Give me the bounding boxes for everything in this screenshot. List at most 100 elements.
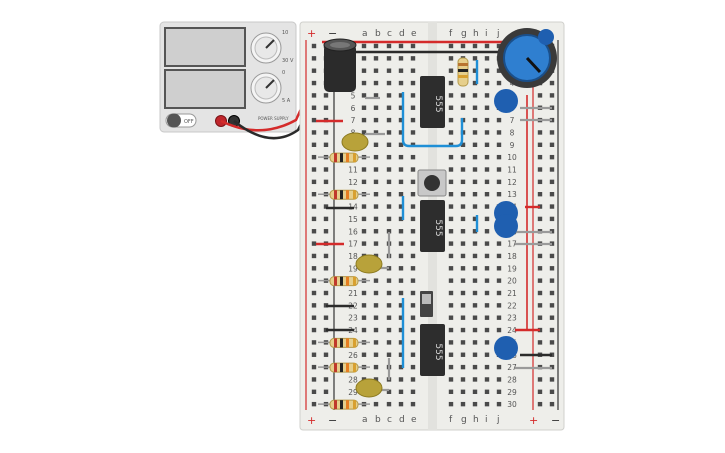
breadboard-hole[interactable] (496, 68, 502, 73)
breadboard-hole[interactable] (311, 56, 317, 61)
breadboard-hole[interactable] (410, 340, 416, 345)
breadboard-hole[interactable] (537, 377, 543, 382)
breadboard-hole[interactable] (373, 105, 379, 110)
breadboard-hole[interactable] (549, 179, 555, 185)
breadboard-hole[interactable] (398, 364, 404, 370)
breadboard-hole[interactable] (484, 167, 490, 172)
breadboard-hole[interactable] (373, 142, 379, 147)
breadboard-hole[interactable] (537, 290, 543, 296)
breadboard-hole[interactable] (472, 56, 478, 61)
breadboard-hole[interactable] (549, 130, 555, 135)
breadboard-hole[interactable] (311, 43, 317, 49)
breadboard-hole[interactable] (537, 154, 543, 160)
breadboard-hole[interactable] (373, 117, 379, 123)
breadboard-hole[interactable] (484, 154, 490, 160)
breadboard-hole[interactable] (373, 352, 379, 357)
breadboard-hole[interactable] (549, 216, 555, 222)
breadboard-hole[interactable] (361, 327, 367, 333)
breadboard-hole[interactable] (460, 105, 466, 110)
breadboard-hole[interactable] (398, 105, 404, 110)
breadboard-hole[interactable] (410, 80, 416, 86)
breadboard-hole[interactable] (460, 179, 466, 185)
breadboard-hole[interactable] (460, 154, 466, 160)
yellow-capacitors[interactable] (341, 132, 383, 398)
breadboard-hole[interactable] (311, 241, 317, 246)
breadboard-hole[interactable] (472, 377, 478, 382)
breadboard-hole[interactable] (496, 389, 502, 394)
breadboard-hole[interactable] (448, 192, 454, 197)
breadboard-hole[interactable] (549, 327, 555, 333)
breadboard-hole[interactable] (398, 352, 404, 357)
breadboard-hole[interactable] (398, 142, 404, 147)
breadboard-hole[interactable] (323, 266, 329, 271)
breadboard-hole[interactable] (537, 278, 543, 283)
breadboard-hole[interactable] (472, 80, 478, 86)
breadboard-hole[interactable] (386, 216, 392, 222)
breadboard-hole[interactable] (460, 43, 466, 49)
breadboard-hole[interactable] (311, 327, 317, 333)
breadboard-hole[interactable] (398, 93, 404, 98)
breadboard-hole[interactable] (361, 204, 367, 209)
breadboard-hole[interactable] (361, 179, 367, 185)
breadboard-hole[interactable] (410, 56, 416, 61)
breadboard-hole[interactable] (311, 315, 317, 320)
breadboard-hole[interactable] (373, 229, 379, 234)
breadboard-hole[interactable] (460, 352, 466, 357)
breadboard-hole[interactable] (398, 80, 404, 86)
resistor[interactable] (318, 362, 370, 373)
breadboard-hole[interactable] (448, 167, 454, 172)
breadboard-hole[interactable] (484, 105, 490, 110)
breadboard-hole[interactable] (537, 303, 543, 308)
breadboard-hole[interactable] (398, 154, 404, 160)
breadboard-hole[interactable] (496, 117, 502, 123)
breadboard-hole[interactable] (460, 327, 466, 333)
breadboard-hole[interactable] (496, 154, 502, 160)
breadboard-hole[interactable] (484, 266, 490, 271)
breadboard-hole[interactable] (472, 192, 478, 197)
resistor[interactable] (318, 276, 370, 287)
breadboard-hole[interactable] (496, 43, 502, 49)
breadboard-hole[interactable] (311, 216, 317, 222)
resistor-vertical[interactable] (457, 57, 469, 87)
breadboard-hole[interactable] (323, 216, 329, 222)
breadboard-hole[interactable] (448, 93, 454, 98)
electrolytic-capacitor[interactable] (323, 38, 357, 92)
breadboard-hole[interactable] (496, 401, 502, 407)
breadboard-hole[interactable] (410, 401, 416, 407)
breadboard-hole[interactable] (311, 105, 317, 110)
breadboard-hole[interactable] (496, 167, 502, 172)
breadboard-hole[interactable] (311, 130, 317, 135)
black-supply-wire[interactable] (233, 59, 332, 140)
breadboard-hole[interactable] (386, 389, 392, 394)
breadboard-hole[interactable] (323, 229, 329, 234)
breadboard-hole[interactable] (398, 389, 404, 394)
breadboard-hole[interactable] (484, 364, 490, 370)
breadboard-hole[interactable] (549, 278, 555, 283)
breadboard-hole[interactable] (410, 154, 416, 160)
breadboard-hole[interactable] (448, 290, 454, 296)
breadboard-hole[interactable] (472, 204, 478, 209)
breadboard-hole[interactable] (386, 117, 392, 123)
breadboard-hole[interactable] (537, 192, 543, 197)
breadboard-hole[interactable] (311, 229, 317, 234)
breadboard-hole[interactable] (373, 130, 379, 135)
breadboard-hole[interactable] (311, 142, 317, 147)
breadboard-hole[interactable] (373, 204, 379, 209)
breadboard-hole[interactable] (460, 253, 466, 259)
breadboard-hole[interactable] (361, 68, 367, 73)
breadboard-hole[interactable] (549, 315, 555, 320)
breadboard-hole[interactable] (484, 290, 490, 296)
breadboard-hole[interactable] (484, 241, 490, 246)
breadboard-hole[interactable] (373, 154, 379, 160)
breadboard-hole[interactable] (373, 192, 379, 197)
breadboard-hole[interactable] (410, 93, 416, 98)
breadboard-hole[interactable] (410, 204, 416, 209)
breadboard-hole[interactable] (311, 352, 317, 357)
breadboard-hole[interactable] (448, 253, 454, 259)
breadboard-hole[interactable] (472, 290, 478, 296)
breadboard-hole[interactable] (410, 377, 416, 382)
breadboard-hole[interactable] (361, 130, 367, 135)
breadboard-hole[interactable] (496, 364, 502, 370)
breadboard-hole[interactable] (410, 192, 416, 197)
breadboard-hole[interactable] (323, 389, 329, 394)
